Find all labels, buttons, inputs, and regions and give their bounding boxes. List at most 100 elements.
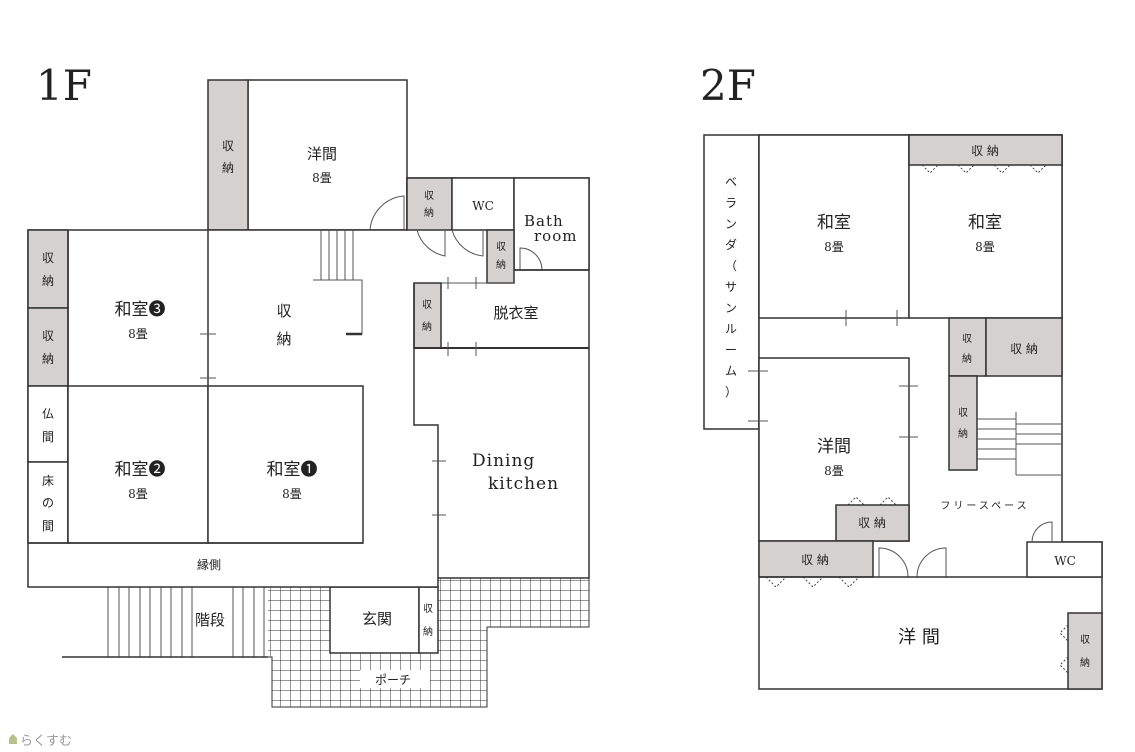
storage-label: 納 (1080, 656, 1090, 669)
storage-label: 収 (42, 329, 54, 343)
veranda-char: ダ (725, 237, 737, 252)
room-washitsu-2 (67, 385, 209, 544)
room-label: 洋間 (817, 437, 851, 457)
storage-label: 収 納 (801, 553, 829, 567)
veranda-char: サ (725, 280, 737, 294)
storage-washroom (413, 282, 442, 349)
storage-label: 納 (424, 206, 434, 219)
double-door (878, 547, 947, 578)
room-label: Dining (472, 451, 535, 471)
room-label: 和室❸ (115, 300, 166, 320)
entrance-label: 玄関 (362, 610, 392, 628)
veranda-char: ラ (725, 196, 737, 210)
room-label: 間 (42, 519, 54, 533)
storage-label: 収 (222, 139, 234, 153)
storage-label: 収 (962, 333, 972, 345)
door-swing (451, 229, 484, 257)
storage-label: 収 (276, 302, 291, 320)
room-label: WC (472, 199, 494, 213)
room-butsuma (27, 385, 69, 463)
room-label: 和室 (817, 213, 851, 233)
veranda-char: ） (725, 385, 737, 399)
room-label: 仏 (42, 407, 54, 421)
room-youma-1f (247, 79, 408, 231)
entrance-storage (418, 586, 439, 654)
room-label: 間 (42, 430, 54, 444)
storage-label: 納 (42, 274, 54, 288)
storage-label: 納 (42, 352, 54, 366)
room-label: 和室 (968, 213, 1002, 233)
veranda-char: ン (725, 301, 737, 315)
logo-text: らくすむ (20, 734, 72, 749)
room-bath (513, 177, 590, 271)
storage-2f-b (985, 317, 1063, 377)
room-label: 和室❷ (115, 460, 166, 480)
room-wc-1f (451, 177, 515, 231)
stairs-1f-outdoor: 階段 (62, 587, 268, 658)
storage-label: 納 (276, 330, 291, 348)
veranda-char: ム (725, 364, 737, 378)
storage-label: 収 (958, 407, 968, 419)
storage-2f-f (1067, 612, 1103, 690)
floor-1-label: 1F (36, 61, 92, 110)
storage-label: 収 (424, 190, 434, 202)
storage-label: 納 (496, 258, 506, 271)
room-label: の (42, 496, 54, 510)
storage-label: 収 (42, 251, 54, 265)
room-size: 8畳 (128, 327, 148, 341)
stairs-label: 階段 (195, 611, 225, 629)
storage-label: 納 (958, 427, 968, 440)
storage-left-1 (27, 229, 69, 309)
storage-2f-a (948, 317, 987, 377)
room-wc-2f (1026, 541, 1103, 578)
veranda-char: ー (725, 343, 737, 357)
room-size: 8畳 (975, 240, 995, 254)
storage-2f-d (835, 504, 910, 542)
room-label: 脱衣室 (493, 304, 538, 322)
door-swing (1031, 521, 1053, 543)
storage-label: 収 (422, 299, 432, 311)
storage-label: 納 (423, 625, 433, 638)
room-label: 洋 間 (898, 627, 940, 648)
storage-label: 納 (422, 320, 432, 333)
room-size: 8畳 (824, 464, 844, 478)
door-swing (519, 247, 543, 271)
door-swing (369, 195, 405, 231)
storage-label: 収 (496, 241, 506, 253)
storage-label: 収 納 (858, 516, 886, 530)
storage-youma (207, 79, 249, 231)
door-swing (416, 229, 446, 257)
room-size: 8畳 (824, 240, 844, 254)
room-label: WC (1054, 554, 1076, 568)
room-size: 8畳 (312, 171, 332, 185)
room-label: room (534, 227, 577, 245)
room-size: 8畳 (282, 487, 302, 501)
stairs-2f (977, 412, 1062, 476)
veranda (703, 134, 760, 430)
house-icon (9, 734, 17, 744)
storage-left-2 (27, 307, 69, 387)
veranda-char: ン (725, 217, 737, 231)
storage-wc (406, 177, 453, 231)
storage-2f-c (948, 375, 978, 471)
engawa-label: 縁側 (197, 557, 221, 572)
storage-washitsu-2f (908, 134, 1063, 166)
storage-label: 収 納 (971, 144, 999, 158)
veranda-char: ベ (725, 175, 737, 189)
logo: らくすむ (9, 734, 72, 749)
room-washitsu-2f-left (758, 134, 910, 319)
room-label: 和室❶ (267, 460, 318, 480)
veranda-char: （ (725, 259, 737, 273)
room-label: 洋間 (307, 145, 337, 163)
storage-bath (486, 229, 515, 284)
room-label: 床 (42, 474, 54, 488)
storage-label: 納 (962, 352, 972, 365)
room-label: Bath (524, 212, 564, 230)
storage-label: 納 (222, 161, 234, 175)
free-space-label: フリースペース (940, 501, 1029, 512)
porch-label: ポーチ (375, 673, 411, 687)
storage-label: 収 納 (1010, 342, 1038, 356)
storage-label: 収 (423, 603, 433, 615)
